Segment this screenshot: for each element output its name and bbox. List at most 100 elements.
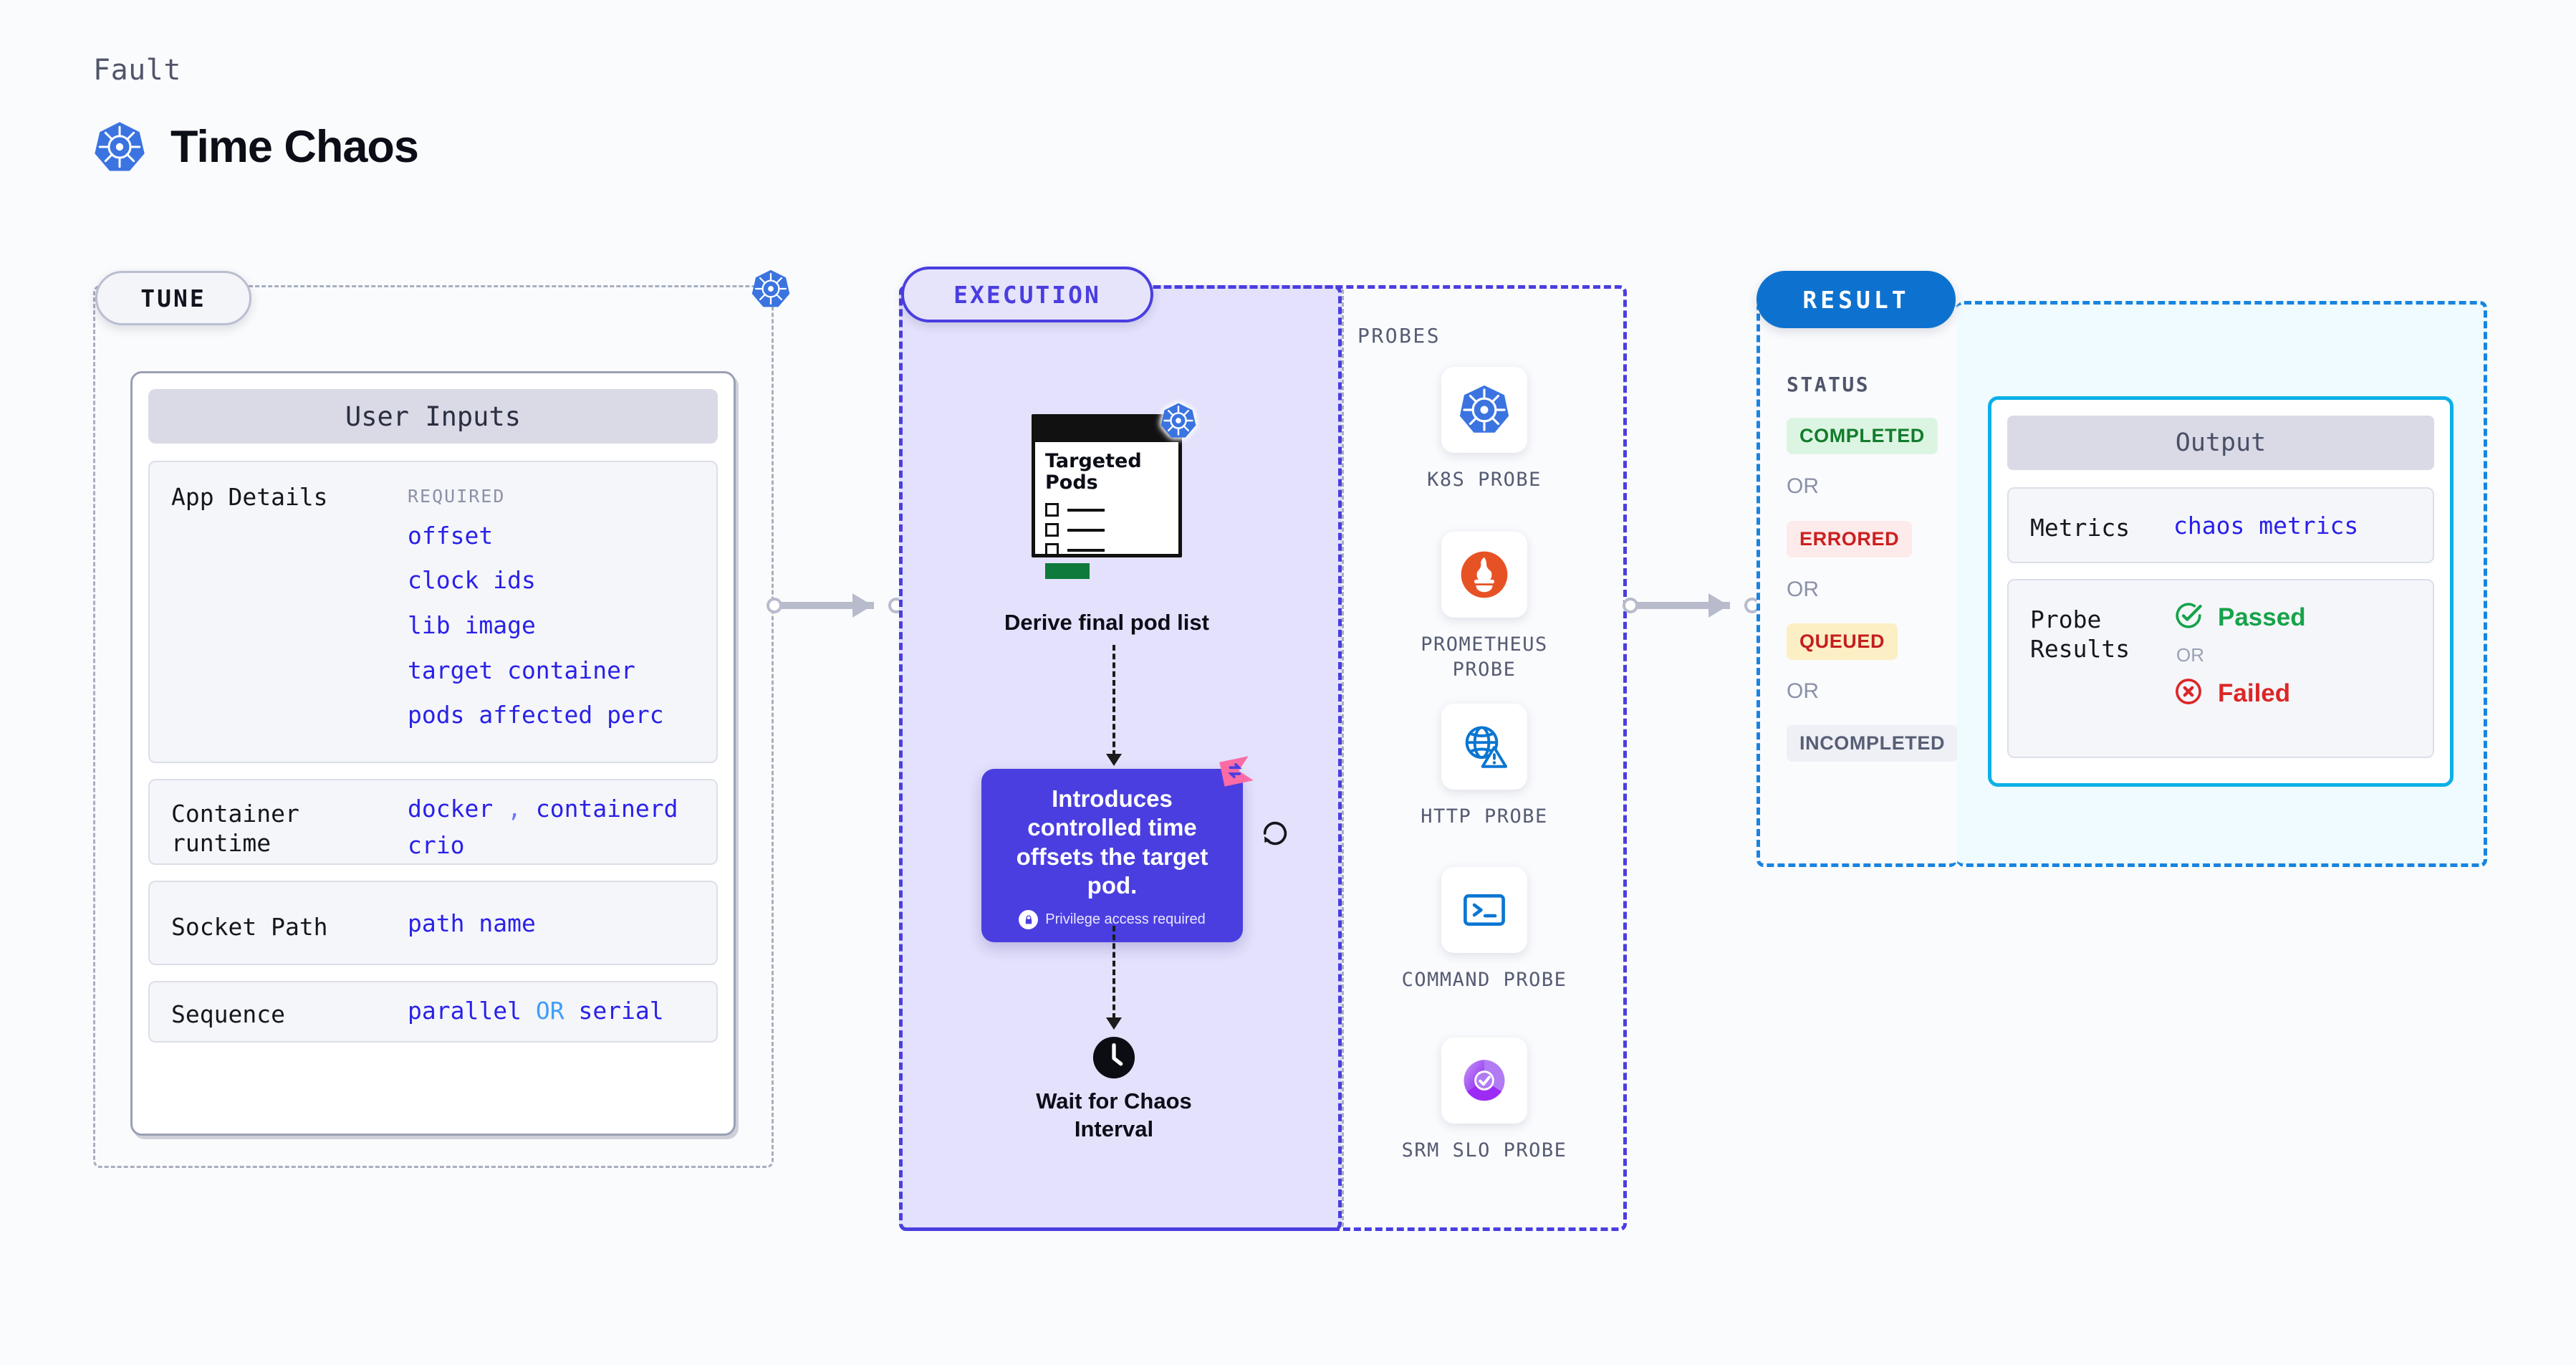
stage-badge-tune[interactable]: TUNE: [95, 271, 251, 325]
privilege-note-text: Privilege access required: [1045, 911, 1206, 927]
probe-label: PROMETHEUS PROBE: [1421, 633, 1548, 681]
tune-value: lib image: [408, 610, 536, 639]
output-row-probe-results[interactable]: Probe Results Passed OR: [2007, 579, 2434, 758]
tune-row-container-runtime[interactable]: Container runtime docker , containerd cr…: [148, 779, 718, 865]
tune-row-app-details[interactable]: App Details REQUIRED offset clock ids li…: [148, 461, 718, 763]
pod-checkbox-list: [1045, 503, 1178, 557]
fault-description-callout: Introduces controlled time offsets the t…: [981, 756, 1254, 942]
stage-badge-result[interactable]: RESULT: [1756, 271, 1956, 328]
tune-row-values: parallel OR serial: [408, 997, 702, 1025]
probes-panel-inner-divider: [1342, 289, 1344, 1227]
progress-bar: [1045, 563, 1090, 580]
targeted-pods-card: Targeted Pods: [1032, 403, 1196, 580]
status-badge-completed: COMPLETED: [1787, 418, 1938, 454]
connector-execution-to-result: [1623, 593, 1766, 618]
required-tag: REQUIRED: [408, 486, 506, 507]
tune-row-label: Container runtime: [171, 799, 372, 858]
or-label: OR: [1787, 679, 1819, 703]
flow-connector: [1112, 645, 1115, 756]
kubernetes-icon: [1160, 402, 1197, 439]
probe-command[interactable]: COMMAND PROBE: [1398, 867, 1570, 992]
flow-connector: [1112, 926, 1115, 1019]
checkbox-icon: [1045, 523, 1059, 537]
derive-pod-list-label: Derive final pod list: [1004, 610, 1209, 635]
tune-value: serial: [578, 997, 664, 1025]
page-title-row: Time Chaos: [93, 120, 419, 173]
status-badge-queued: QUEUED: [1787, 623, 1898, 660]
tune-value: parallel: [408, 997, 522, 1025]
tune-value: path name: [408, 909, 536, 937]
output-row-metrics[interactable]: Metrics chaos metrics: [2007, 487, 2434, 563]
list-item: [1045, 543, 1178, 557]
tune-row-values: path name: [408, 909, 702, 938]
probe-result-failed: Failed: [2173, 676, 2306, 710]
tune-row-values: REQUIRED offset clock ids lib image targ…: [408, 479, 702, 738]
probe-results-label-text: Probe Results: [2030, 605, 2130, 664]
page-kicker: Fault: [93, 54, 181, 87]
slo-donut-check-icon: [1441, 1038, 1527, 1124]
probe-label: HTTP PROBE: [1421, 805, 1548, 828]
probe-results-label: Probe Results: [2030, 605, 2159, 664]
stage-badge-execution[interactable]: EXECUTION: [901, 267, 1153, 322]
rotate-ccw-icon[interactable]: [1259, 817, 1292, 850]
flow-arrowhead: [1106, 754, 1122, 766]
line-placeholder: [1067, 528, 1105, 532]
clock-icon: [1092, 1035, 1136, 1080]
probe-k8s[interactable]: K8S PROBE: [1398, 367, 1570, 492]
probe-srm-slo[interactable]: SRM SLO PROBE: [1398, 1038, 1570, 1163]
probe-prometheus[interactable]: PROMETHEUS PROBE: [1398, 532, 1570, 682]
line-placeholder: [1067, 508, 1105, 512]
tune-row-sequence[interactable]: Sequence parallel OR serial: [148, 981, 718, 1043]
probe-label: SRM SLO PROBE: [1401, 1139, 1567, 1162]
swap-flag-icon: [1217, 756, 1254, 793]
tune-value: target container: [408, 656, 635, 684]
status-title: STATUS: [1787, 373, 1870, 396]
connector-tune-to-execution: [766, 593, 910, 618]
probe-label: K8S PROBE: [1427, 469, 1542, 491]
tune-row-label: Sequence: [171, 1000, 285, 1028]
wait-chaos-interval-label: Wait for Chaos Interval: [1036, 1088, 1192, 1141]
list-item: [1045, 503, 1178, 517]
callout-text: Introduces controlled time offsets the t…: [1016, 785, 1208, 899]
probes-panel-outer-border: [899, 285, 1627, 1231]
value-joiner: OR: [535, 997, 564, 1025]
status-panel-fill: [1756, 301, 1957, 867]
x-circle-icon: [2173, 676, 2203, 710]
user-inputs-title: User Inputs: [148, 389, 718, 444]
probe-http[interactable]: HTTP PROBE: [1398, 704, 1570, 829]
output-card-title: Output: [2007, 416, 2434, 470]
or-label: OR: [2176, 644, 2204, 666]
tune-value: clock ids: [408, 566, 536, 595]
or-label: OR: [1787, 474, 1819, 498]
globe-warning-icon: [1441, 704, 1527, 790]
tune-value: pods affected perc: [408, 701, 664, 729]
prometheus-icon: [1441, 532, 1527, 618]
privilege-note: Privilege access required: [999, 910, 1226, 929]
tune-row-socket-path[interactable]: Socket Path path name: [148, 881, 718, 965]
tune-row-label-text: Container runtime: [171, 800, 299, 858]
metrics-value: chaos metrics: [2173, 512, 2359, 540]
tune-value: offset: [408, 521, 494, 550]
metrics-label: Metrics: [2030, 514, 2130, 542]
probes-title: PROBES: [1357, 324, 1441, 348]
targeted-pods-title: Targeted Pods: [1045, 450, 1142, 494]
page-title: Time Chaos: [170, 122, 419, 172]
status-badge-incompleted: INCOMPLETED: [1787, 725, 1959, 762]
kubernetes-icon: [1441, 367, 1527, 453]
or-label: OR: [1787, 578, 1819, 601]
value-separator: ,: [507, 795, 522, 823]
kubernetes-icon: [751, 269, 791, 309]
failed-label: Failed: [2218, 679, 2291, 707]
user-inputs-card: User Inputs App Details REQUIRED offset …: [130, 371, 736, 1136]
checkbox-icon: [1045, 503, 1059, 517]
checkbox-icon: [1045, 543, 1059, 557]
kubernetes-icon: [93, 120, 146, 173]
output-card: Output Metrics chaos metrics Probe Resul…: [1988, 396, 2454, 787]
tune-value: crio: [408, 831, 465, 860]
tune-row-values: docker , containerd crio: [408, 790, 702, 863]
tune-row-label: App Details: [171, 483, 328, 511]
tune-panel: [93, 285, 774, 1168]
flow-arrowhead: [1106, 1017, 1122, 1030]
lock-icon: [1019, 910, 1039, 929]
